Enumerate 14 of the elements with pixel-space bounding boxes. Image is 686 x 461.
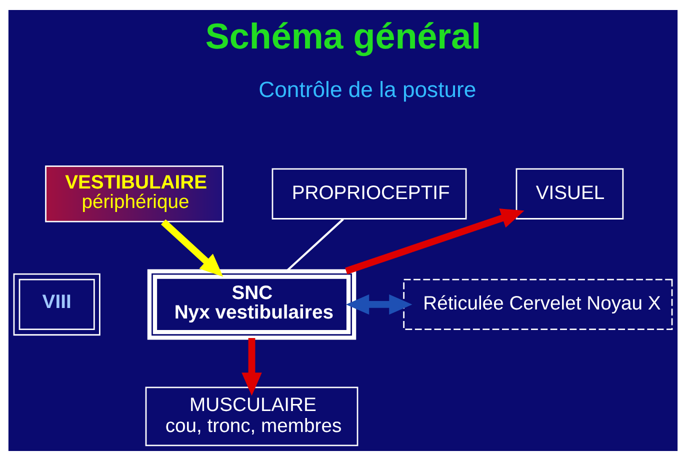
connector [286, 218, 344, 272]
diagram-title: Schéma général [205, 15, 482, 56]
node-box: VISUEL [516, 168, 624, 220]
node-box: Réticulée Cervelet Noyau X [403, 278, 673, 330]
node-box: SNC Nyx vestibulaires [147, 269, 356, 340]
node-box: VIII [13, 273, 100, 336]
arrow [160, 219, 224, 277]
node-box: VESTIBULAIRE périphérique [45, 166, 224, 222]
arrow [242, 338, 262, 396]
label: Contrôle de la posture [258, 76, 476, 102]
node-box: PROPRIOCEPTIF [272, 168, 467, 220]
arrow [346, 294, 412, 315]
arrow [345, 208, 524, 274]
node-box: MUSCULAIRE cou, tronc, membres [145, 386, 358, 446]
